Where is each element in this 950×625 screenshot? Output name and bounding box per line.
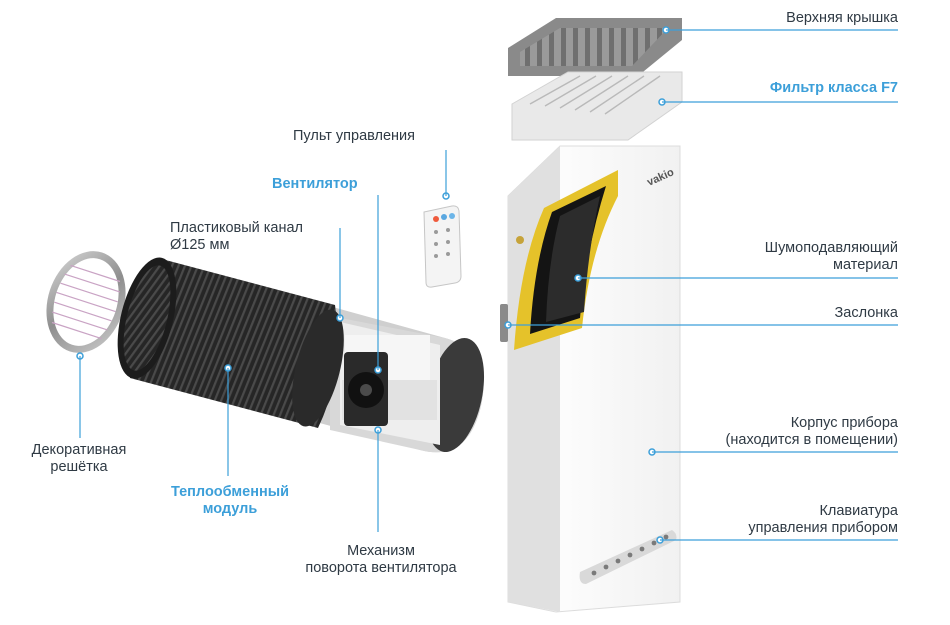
label-keypad-line2: управления прибором [748, 520, 898, 536]
label-plastic-duct-line1: Пластиковый канал [170, 220, 304, 236]
label-filter: Фильтр класса F7 [769, 80, 898, 96]
label-keypad-line1: Клавиатура [819, 503, 898, 519]
label-plastic-duct: Пластиковый канал Ø125 мм [170, 220, 303, 254]
label-decorative-grille: Декоративная решётка [24, 442, 134, 476]
label-noise-material-line2: материал [833, 257, 898, 273]
label-housing: Корпус прибора (находится в помещении) [726, 415, 898, 449]
label-housing-line1: Корпус прибора [790, 415, 898, 431]
label-fan: Вентилятор [272, 176, 358, 192]
label-decorative-grille-line2: решётка [50, 459, 108, 475]
housing: vakio [500, 145, 681, 613]
filter [511, 71, 683, 141]
label-noise-material-line1: Шумоподавляющий [764, 240, 898, 256]
label-top-cover: Верхняя крышка [786, 10, 898, 26]
decorative-grille [46, 251, 126, 360]
remote-control [423, 192, 462, 288]
label-housing-line2: (находится в помещении) [725, 432, 898, 448]
heat-exchanger-assembly [117, 257, 485, 453]
label-heat-exchanger-line1: Теплообменный [170, 484, 290, 500]
leader-lines [79, 29, 898, 541]
label-heat-exchanger: Теплообменный модуль [155, 484, 305, 518]
label-keypad: Клавиатура управления прибором [748, 503, 898, 537]
label-fan-mechanism-line1: Механизм [347, 543, 415, 559]
label-heat-exchanger-line2: модуль [202, 501, 258, 517]
label-noise-material: Шумоподавляющий материал [765, 240, 898, 274]
label-damper: Заслонка [834, 305, 899, 321]
label-decorative-grille-line1: Декоративная [31, 442, 127, 458]
label-fan-mechanism: Механизм поворота вентилятора [286, 543, 476, 577]
label-remote: Пульт управления [293, 128, 415, 144]
label-plastic-duct-line2: Ø125 мм [170, 237, 230, 253]
label-fan-mechanism-line2: поворота вентилятора [305, 560, 457, 576]
top-cover [508, 18, 682, 76]
